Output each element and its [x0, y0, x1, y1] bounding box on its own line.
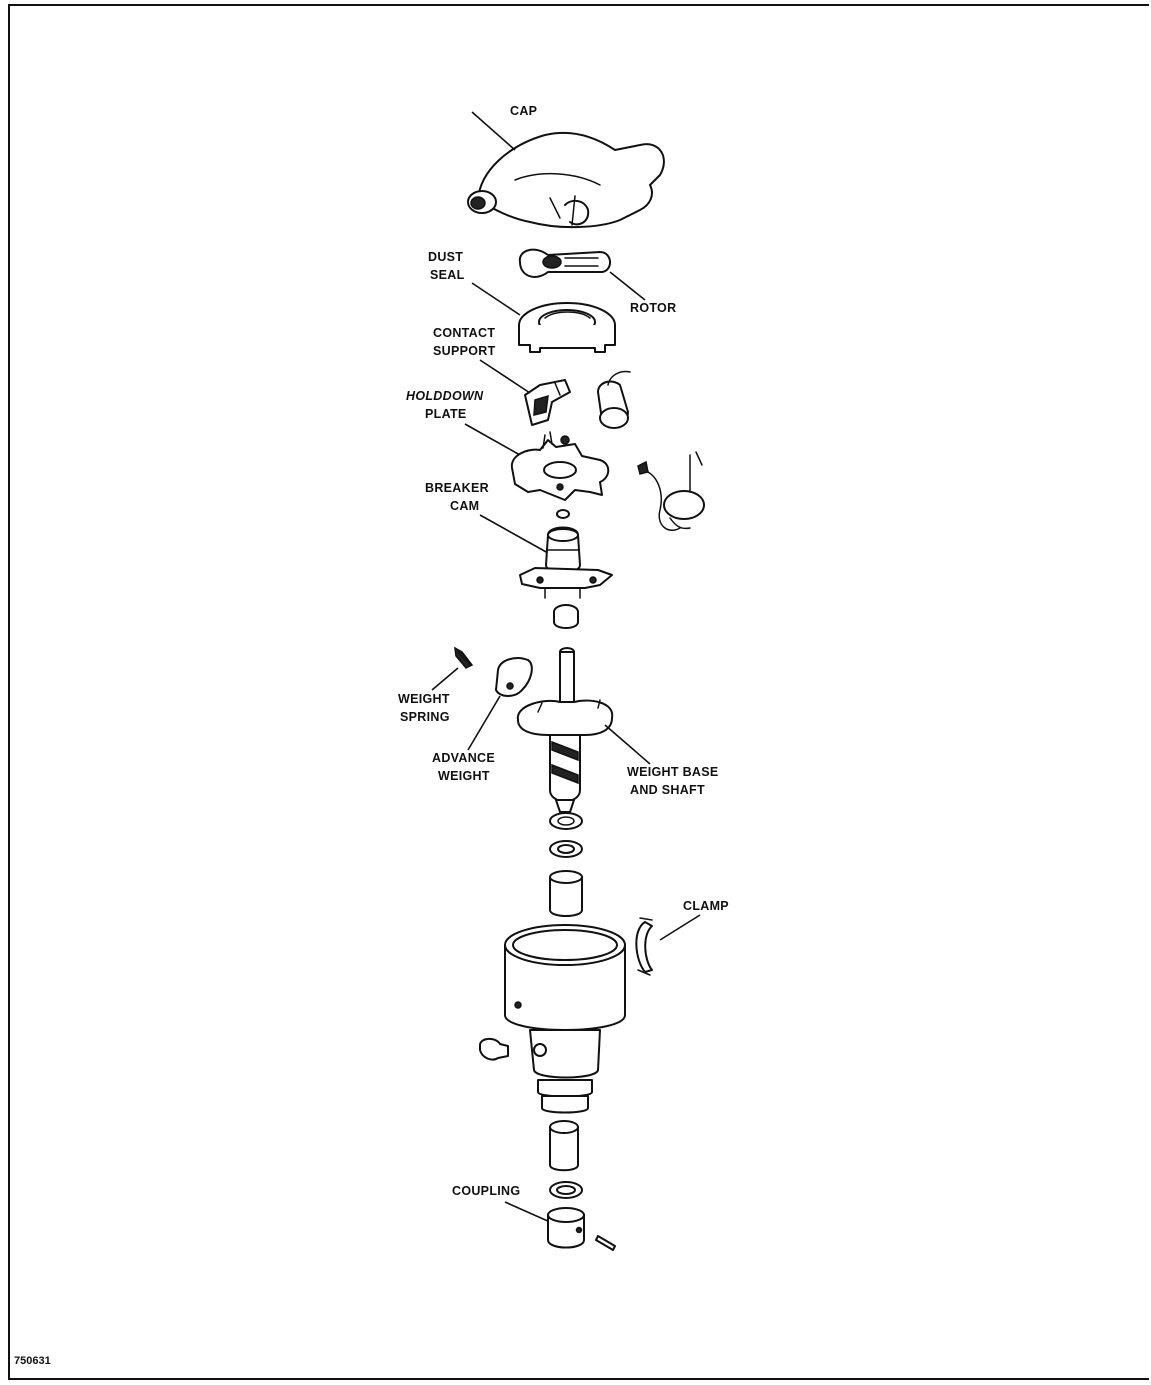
spacer-washer-part	[553, 604, 579, 629]
contact-support-part	[524, 379, 571, 426]
coupling-pin-part	[595, 1235, 616, 1251]
advance-weight-part	[495, 657, 533, 697]
advance-weight-leader	[467, 695, 501, 751]
advance-weight-label-1: ADVANCE	[432, 751, 495, 765]
coupling-part	[547, 1207, 585, 1249]
figure-number: 750631	[14, 1355, 51, 1367]
lower-bushing-part	[549, 1120, 579, 1172]
holddown-plate-leader	[464, 423, 521, 456]
rotor-label: ROTOR	[630, 301, 676, 315]
holddown-plate-label-1: HOLDDOWN	[406, 389, 484, 403]
dust-seal-leader	[471, 282, 521, 316]
thrust-washer-2-part	[549, 840, 583, 858]
rotor-part	[518, 248, 611, 278]
figure-frame	[8, 4, 1149, 1380]
contact-support-leader	[479, 359, 531, 394]
weight-base-label-1: WEIGHT BASE	[627, 765, 719, 779]
weight-spring-leader	[431, 667, 459, 691]
breaker-cam-part	[519, 509, 613, 599]
rotor-leader	[609, 271, 646, 301]
dust-seal-label-2: SEAL	[430, 268, 465, 282]
lead-assembly-part	[637, 451, 705, 531]
clamp-label: CLAMP	[683, 899, 729, 913]
dust-seal-part	[518, 302, 616, 353]
coupling-label: COUPLING	[452, 1184, 520, 1198]
oil-cup-part	[479, 1037, 509, 1061]
contact-support-label-1: CONTACT	[433, 326, 495, 340]
clamp-leader	[659, 914, 701, 941]
weight-base-leader	[604, 724, 651, 765]
housing-part	[504, 924, 626, 1114]
weight-base-shaft-part	[516, 647, 614, 813]
cap-leader	[471, 111, 516, 151]
breaker-cam-label-2: CAM	[450, 499, 479, 513]
condenser-part	[597, 370, 631, 429]
weight-spring-label-1: WEIGHT	[398, 692, 450, 706]
clamp-part	[635, 917, 653, 976]
weight-base-label-2: AND SHAFT	[630, 783, 705, 797]
weight-spring-part	[454, 646, 474, 669]
cap-label: CAP	[510, 104, 537, 118]
cap-part	[467, 131, 665, 229]
upper-bushing-part	[549, 870, 583, 917]
advance-weight-label-2: WEIGHT	[438, 769, 490, 783]
holddown-plate-label-2: PLATE	[425, 407, 467, 421]
dust-seal-label-1: DUST	[428, 250, 463, 264]
breaker-cam-leader	[479, 514, 549, 554]
thrust-washer-1-part	[549, 812, 583, 830]
weight-spring-label-2: SPRING	[400, 710, 450, 724]
coupling-leader	[504, 1201, 551, 1223]
contact-support-label-2: SUPPORT	[433, 344, 496, 358]
breaker-cam-label-1: BREAKER	[425, 481, 489, 495]
coupling-washer-part	[549, 1181, 583, 1199]
holddown-plate-part	[510, 431, 610, 501]
